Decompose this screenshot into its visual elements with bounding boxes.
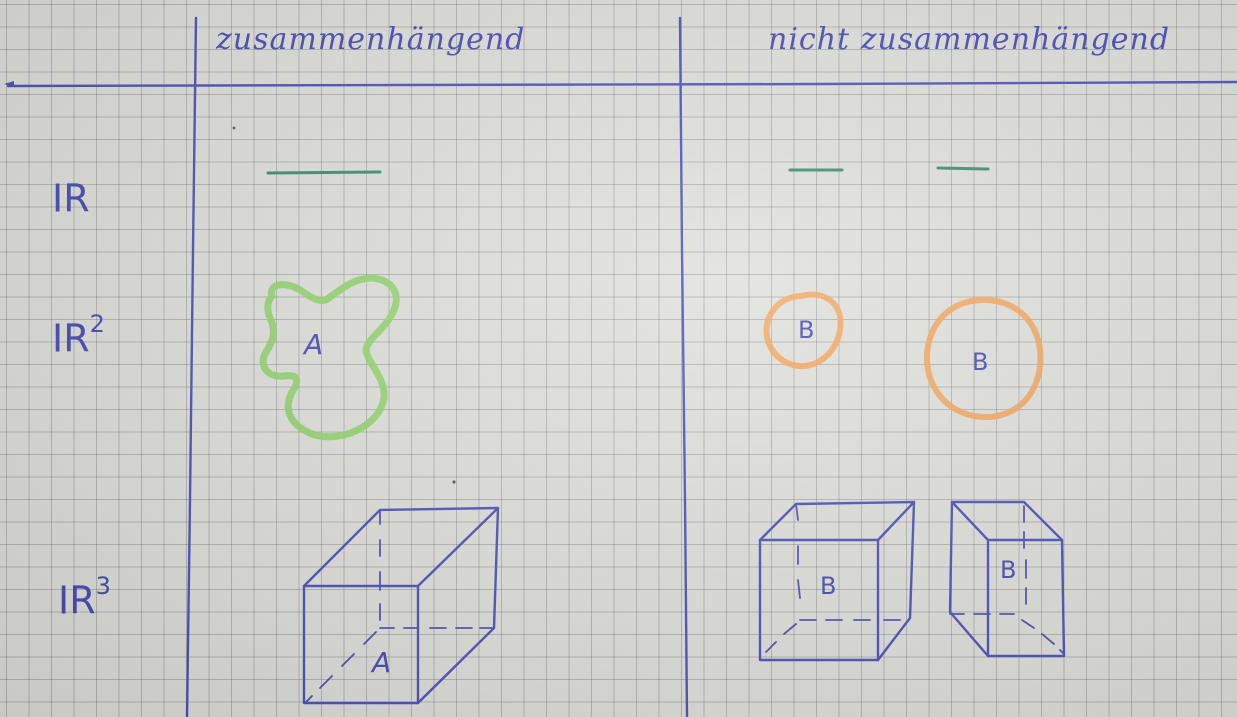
row-label-r3-exp: 3 [95, 572, 111, 600]
set-a-label-2d: A [304, 328, 324, 361]
row-label-r2-exp: 2 [89, 310, 105, 338]
disconnected-cube-b-right [948, 500, 1066, 658]
header-connected: zusammenhängend [216, 22, 526, 57]
set-b-label-3d-right: B [1000, 556, 1017, 584]
row-label-r2: IR2 [52, 310, 105, 361]
ink-mark [4, 81, 14, 87]
connected-interval-line [266, 170, 382, 175]
set-b-label-3d-left: B [820, 572, 837, 600]
header-divider-line [6, 80, 1237, 88]
row-label-r1-base: IR [52, 176, 90, 221]
set-b-label-2d-large: B [972, 348, 989, 376]
row-label-r2-base: IR [52, 316, 90, 361]
set-a-label-3d: A [372, 646, 392, 679]
disconnected-interval-line-2 [936, 166, 990, 171]
column-divider-left [185, 16, 198, 717]
disconnected-region-b-small [763, 291, 844, 369]
disconnected-region-b-large [923, 296, 1044, 420]
set-b-label-2d-small: B [798, 316, 815, 344]
column-divider-right [678, 16, 689, 717]
connected-cube-a [302, 506, 500, 705]
header-not-connected: nicht zusammenhängend [768, 22, 1171, 57]
row-label-r3: IR3 [58, 572, 111, 623]
connected-region-a [259, 274, 400, 441]
row-label-r3-base: IR [58, 578, 96, 623]
disconnected-cube-b-left [758, 500, 916, 662]
row-label-r1: IR [52, 176, 90, 221]
